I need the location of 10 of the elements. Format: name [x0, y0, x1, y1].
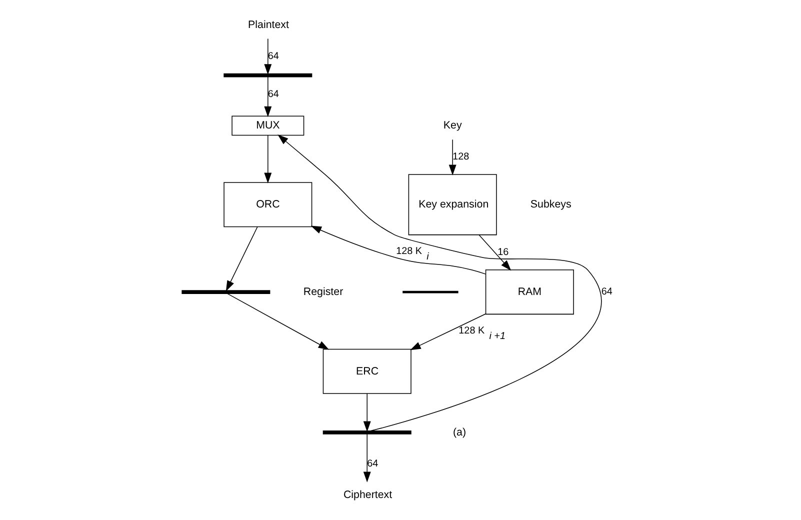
node-text: Ciphertext: [343, 488, 392, 501]
node-text: Key: [443, 120, 462, 132]
label: (a): [452, 426, 466, 438]
edge-label: 64: [601, 286, 612, 298]
legend-label: Register: [303, 286, 344, 298]
label: Subkeys: [530, 198, 572, 210]
node-text: Plaintext: [248, 18, 289, 31]
edge-label: 64: [367, 458, 378, 470]
edge-label: 128: [452, 152, 470, 163]
edge-label: 16: [498, 246, 509, 258]
